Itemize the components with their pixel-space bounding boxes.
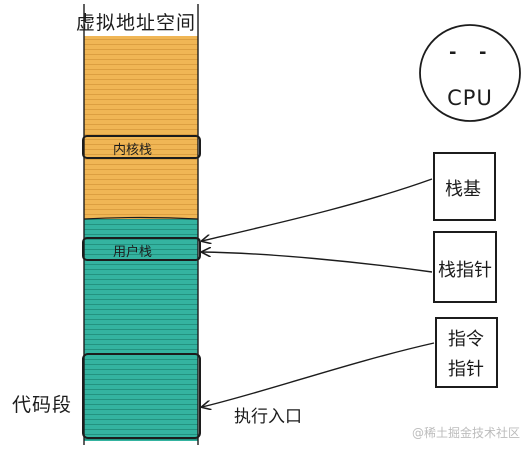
instruction-pointer-arrow (202, 342, 435, 407)
user-stack-box (82, 237, 201, 261)
watermark-text: @稀土掘金技术社区 (411, 426, 520, 440)
kernel-stack-box (82, 135, 201, 159)
kernel-region (84, 36, 198, 219)
stack-base-arrow (202, 178, 433, 241)
code-segment-box (82, 353, 201, 439)
cpu-right-eye: - (479, 42, 487, 63)
virtual-address-space-title: 虚拟地址空间 (76, 12, 197, 34)
stack-pointer-register-box (433, 231, 497, 303)
stack-pointer-register-label: 栈指针 (438, 260, 492, 281)
cpu-circle (419, 24, 521, 122)
stack-base-register-box (433, 152, 496, 221)
region-divider (83, 216, 199, 220)
code-segment-label: 代码段 (12, 394, 73, 416)
cpu-label: CPU (447, 86, 493, 110)
user-stack-label: 用户栈 (113, 245, 153, 260)
stack-pointer-arrow (202, 252, 433, 273)
user-region (84, 219, 198, 441)
instruction-pointer-label-line2: 指针 (448, 359, 484, 380)
instruction-pointer-register-box (435, 317, 498, 388)
stack-base-register-label: 栈基 (445, 179, 481, 200)
instruction-pointer-label-line1: 指令 (448, 329, 484, 350)
cpu-left-eye: - (449, 42, 457, 63)
kernel-stack-label: 内核栈 (113, 143, 153, 158)
entry-point-label: 执行入口 (234, 407, 302, 427)
